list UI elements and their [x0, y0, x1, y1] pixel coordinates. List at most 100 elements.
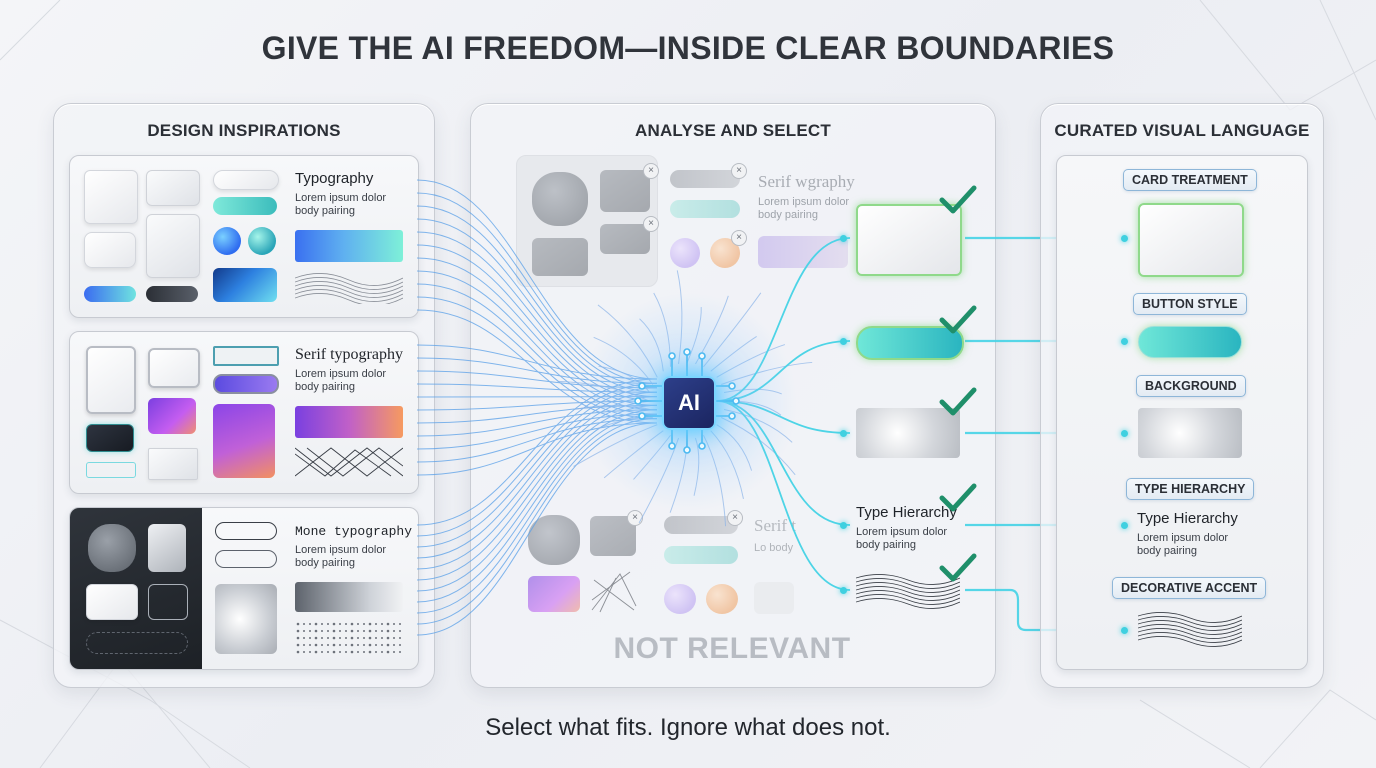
dark-glass-swatch: [86, 424, 134, 452]
connector-dot: [840, 430, 847, 437]
pattern-dot: [357, 637, 359, 639]
close-icon[interactable]: ×: [727, 510, 743, 526]
pattern-dot: [363, 651, 365, 653]
chip-type-hierarchy[interactable]: TYPE HIERARCHY: [1126, 478, 1255, 500]
page-subtitle: Select what fits. Ignore what does not.: [485, 714, 891, 741]
pattern-dot: [296, 629, 300, 633]
gray-pill-swatch: [664, 516, 738, 534]
pattern-dot: [303, 644, 305, 646]
pattern-dot: [309, 623, 311, 625]
pattern-dot: [350, 643, 354, 647]
pattern-dot: [314, 643, 318, 647]
inspiration-card-typography[interactable]: Typography Lorem ipsum dolor body pairin…: [69, 155, 419, 318]
pattern-dot: [399, 637, 401, 639]
pattern-dot: [357, 651, 359, 653]
framed-card-swatch: [86, 346, 136, 414]
pattern-dot: [350, 629, 354, 633]
close-icon[interactable]: ×: [627, 510, 643, 526]
pattern-dot: [399, 630, 401, 632]
pattern-dot: [368, 650, 372, 654]
pattern-dot: [386, 643, 390, 647]
white-card-swatch: [86, 584, 138, 620]
gray-blob-swatch: [88, 524, 136, 572]
chip-card-treatment[interactable]: CARD TREATMENT: [1123, 169, 1257, 191]
pattern-dot: [368, 636, 372, 640]
pattern-dot: [321, 644, 323, 646]
inspiration-card-serif[interactable]: Serif typography Lorem ipsum dolor body …: [69, 331, 419, 494]
pattern-dot: [296, 622, 300, 626]
panel-title: ANALYSE AND SELECT: [635, 121, 831, 140]
dot-pattern: [296, 622, 401, 654]
pattern-dot: [399, 623, 401, 625]
pattern-dot: [314, 650, 318, 654]
blue-circle-swatch: [213, 227, 241, 255]
teal-pill-swatch: [664, 546, 738, 564]
ocean-gradient-swatch: [213, 268, 277, 302]
card-heading: Serif typography: [295, 346, 403, 363]
pattern-dot: [381, 644, 383, 646]
pattern-dot: [363, 630, 365, 632]
pattern-dot: [332, 650, 336, 654]
curated-button-style: [1138, 326, 1242, 358]
page-title: GIVE THE AI FREEDOM—INSIDE CLEAR BOUNDAR…: [261, 30, 1115, 66]
pattern-dot: [381, 630, 383, 632]
connector-dot: [1121, 430, 1128, 437]
lavender-circle-swatch: [670, 238, 700, 268]
check-icon: [939, 387, 977, 416]
pattern-dot: [332, 622, 336, 626]
selected-decorative-accent[interactable]: [856, 570, 960, 610]
chip-button-style[interactable]: BUTTON STYLE: [1133, 293, 1247, 315]
pattern-dot: [381, 637, 383, 639]
pattern-dot: [321, 637, 323, 639]
pattern-dot: [368, 643, 372, 647]
selected-button-style[interactable]: [856, 326, 964, 360]
purple-tall-swatch: [213, 404, 275, 478]
pattern-dot: [332, 643, 336, 647]
connector-dot: [1121, 522, 1128, 529]
card-heading: Mone typography: [295, 524, 413, 539]
pattern-dot: [314, 636, 318, 640]
blue-gradient-bar: [295, 230, 403, 262]
pattern-dot: [393, 637, 395, 639]
pattern-dot: [345, 623, 347, 625]
pattern-dot: [399, 651, 401, 653]
pattern-dot: [321, 630, 323, 632]
purple-gradient-swatch: [148, 398, 196, 434]
chip-background[interactable]: BACKGROUND: [1136, 375, 1246, 397]
connector-dot: [1121, 235, 1128, 242]
selected-background[interactable]: [856, 408, 960, 458]
not-relevant-label: NOT RELEVANT: [613, 632, 851, 665]
panel-title: CURATED VISUAL LANGUAGE: [1054, 121, 1310, 140]
pattern-dot: [399, 644, 401, 646]
curated-card-treatment: [1138, 203, 1244, 277]
connector-dot: [840, 338, 847, 345]
selected-type-heading: Type Hierarchy: [856, 504, 957, 521]
gray-box-swatch: [600, 224, 650, 254]
check-icon: [939, 305, 977, 334]
pattern-dot: [363, 644, 365, 646]
pattern-dot: [296, 643, 300, 647]
pattern-dot: [375, 637, 377, 639]
ai-chip: AI: [662, 376, 716, 430]
pattern-dot: [309, 651, 311, 653]
framed-card-swatch: [148, 348, 200, 388]
pattern-dot: [368, 629, 372, 633]
pattern-dot: [357, 623, 359, 625]
white-card-swatch: [84, 170, 138, 224]
ghost-heading: Serif t: [754, 516, 797, 535]
close-icon[interactable]: ×: [731, 230, 747, 246]
close-icon[interactable]: ×: [643, 216, 659, 232]
close-icon[interactable]: ×: [731, 163, 747, 179]
pattern-dot: [350, 650, 354, 654]
chip-decorative-accent[interactable]: DECORATIVE ACCENT: [1112, 577, 1267, 599]
pattern-dot: [314, 622, 318, 626]
pattern-dot: [393, 644, 395, 646]
inspiration-card-mono[interactable]: Mone typography Lorem ipsum dolor body p…: [69, 507, 419, 670]
connector-dot: [840, 235, 847, 242]
close-icon[interactable]: ×: [643, 163, 659, 179]
selected-card-treatment[interactable]: [856, 204, 962, 276]
gradient-pill-swatch: [84, 286, 136, 302]
pattern-dot: [339, 651, 341, 653]
pattern-dot: [321, 623, 323, 625]
pattern-dot: [375, 623, 377, 625]
